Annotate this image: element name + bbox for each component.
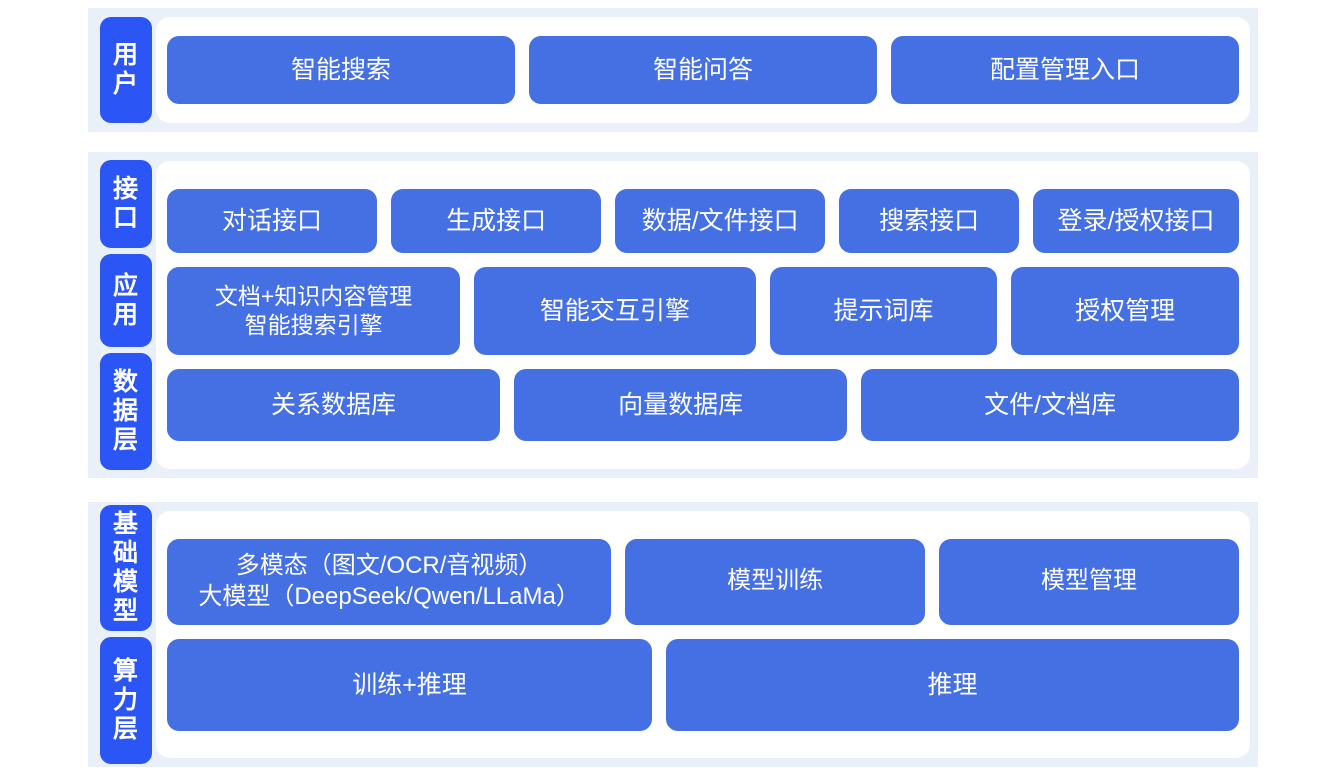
card-platform-layer: 对话接口 生成接口 数据/文件接口 搜索接口 登录/授权接口 文档+知识内容管理… bbox=[156, 161, 1250, 469]
box-relational-database[interactable]: 关系数据库 bbox=[167, 369, 501, 441]
tier-tab-application-label: 应用 bbox=[113, 271, 140, 329]
card-user-layer: 智能搜索 智能问答 配置管理入口 bbox=[156, 17, 1250, 123]
tier-tab-data-layer-label: 数据层 bbox=[113, 368, 140, 454]
row-application: 文档+知识内容管理 智能搜索引擎 智能交互引擎 提示词库 授权管理 bbox=[167, 267, 1239, 355]
tier-tab-interface-label: 接口 bbox=[113, 175, 140, 232]
tier-label-column-infrastructure: 基础模型 算力层 bbox=[88, 502, 152, 767]
row-database: 关系数据库 向量数据库 文件/文档库 bbox=[167, 369, 1239, 441]
box-prompt-library[interactable]: 提示词库 bbox=[769, 267, 998, 355]
box-config-management-entry[interactable]: 配置管理入口 bbox=[891, 36, 1239, 104]
box-data-file-interface[interactable]: 数据/文件接口 bbox=[615, 189, 826, 253]
box-model-management[interactable]: 模型管理 bbox=[939, 538, 1239, 625]
tier-tab-interface[interactable]: 接口 bbox=[100, 160, 152, 248]
box-inference[interactable]: 推理 bbox=[666, 638, 1239, 731]
tier-label-column-platform: 接口 应用 数据层 bbox=[88, 152, 152, 478]
tier-tab-compute-layer[interactable]: 算力层 bbox=[100, 637, 152, 764]
box-search-interface[interactable]: 搜索接口 bbox=[839, 189, 1019, 253]
row-user-apps: 智能搜索 智能问答 配置管理入口 bbox=[167, 36, 1239, 104]
tier-tab-foundation-model-label: 基础模型 bbox=[113, 510, 140, 625]
box-dialog-interface[interactable]: 对话接口 bbox=[167, 189, 378, 253]
tier-label-column-user: 用户 bbox=[88, 8, 152, 132]
box-vector-database[interactable]: 向量数据库 bbox=[514, 369, 848, 441]
tier-tab-data-layer[interactable]: 数据层 bbox=[100, 353, 152, 470]
section-user-layer: 用户 智能搜索 智能问答 配置管理入口 bbox=[88, 8, 1258, 132]
card-infrastructure-layer: 多模态（图文/OCR/音视频） 大模型（DeepSeek/Qwen/LLaMa）… bbox=[156, 511, 1250, 758]
tier-tab-application[interactable]: 应用 bbox=[100, 254, 152, 347]
tier-tab-foundation-model[interactable]: 基础模型 bbox=[100, 505, 152, 631]
row-interface: 对话接口 生成接口 数据/文件接口 搜索接口 登录/授权接口 bbox=[167, 189, 1240, 253]
box-file-document-store[interactable]: 文件/文档库 bbox=[861, 369, 1239, 441]
section-platform-layer: 接口 应用 数据层 对话接口 生成接口 数据/文件接口 搜索接口 登录/授权接口… bbox=[88, 152, 1258, 478]
box-generation-interface[interactable]: 生成接口 bbox=[391, 189, 602, 253]
tier-tab-user[interactable]: 用户 bbox=[100, 17, 152, 123]
tier-tab-compute-layer-label: 算力层 bbox=[113, 657, 140, 743]
box-doc-knowledge-management-search-engine[interactable]: 文档+知识内容管理 智能搜索引擎 bbox=[167, 267, 461, 355]
box-training-and-inference[interactable]: 训练+推理 bbox=[167, 638, 652, 731]
box-smart-qa[interactable]: 智能问答 bbox=[529, 36, 877, 104]
section-infrastructure-layer: 基础模型 算力层 多模态（图文/OCR/音视频） 大模型（DeepSeek/Qw… bbox=[88, 502, 1258, 767]
row-compute: 训练+推理 推理 bbox=[167, 638, 1239, 731]
box-smart-interaction-engine[interactable]: 智能交互引擎 bbox=[474, 267, 756, 355]
box-authorization-management[interactable]: 授权管理 bbox=[1011, 267, 1239, 355]
tier-tab-user-label: 用户 bbox=[113, 41, 140, 98]
box-multimodal-large-model[interactable]: 多模态（图文/OCR/音视频） 大模型（DeepSeek/Qwen/LLaMa） bbox=[167, 538, 612, 625]
box-smart-search[interactable]: 智能搜索 bbox=[167, 36, 515, 104]
row-foundation-models: 多模态（图文/OCR/音视频） 大模型（DeepSeek/Qwen/LLaMa）… bbox=[167, 538, 1239, 625]
box-login-auth-interface[interactable]: 登录/授权接口 bbox=[1033, 189, 1240, 253]
box-model-training[interactable]: 模型训练 bbox=[625, 538, 926, 625]
